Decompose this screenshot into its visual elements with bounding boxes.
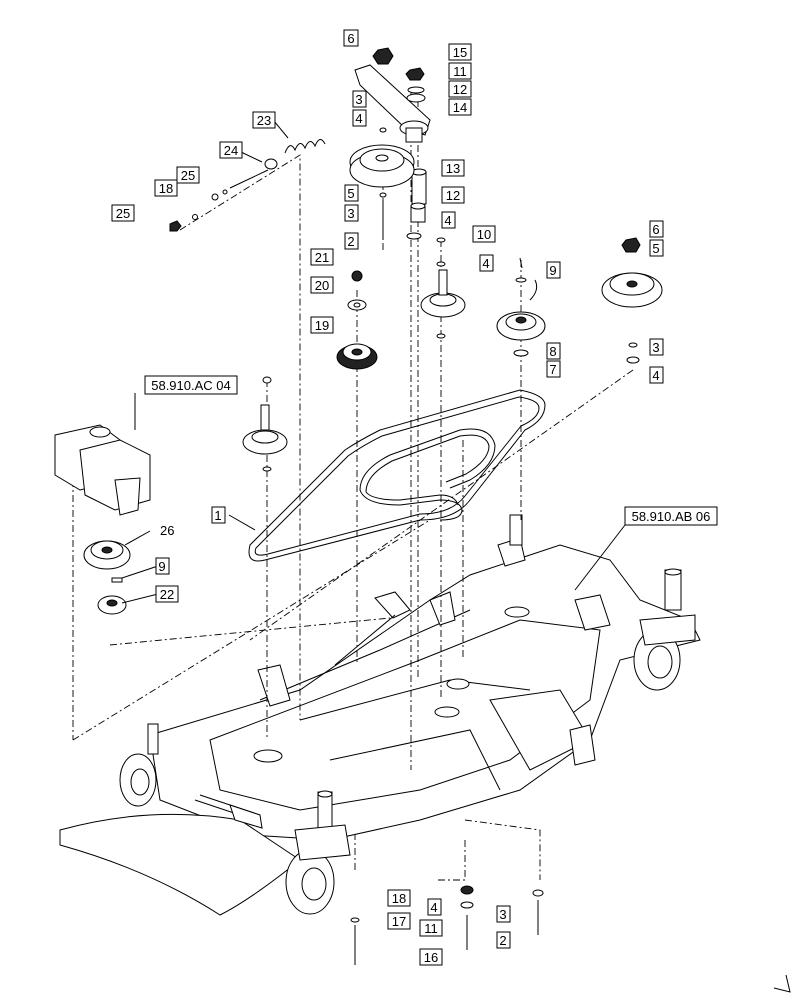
- callout-4-far-right: 4: [649, 366, 664, 384]
- callout-19: 19: [310, 316, 334, 334]
- callout-4-right: 4: [479, 254, 494, 272]
- callout-4-upper: 4: [352, 109, 367, 127]
- callout-16: 16: [419, 948, 443, 966]
- svg-text:2: 2: [347, 234, 354, 249]
- callout-4-bottom: 4: [427, 898, 442, 916]
- svg-text:3: 3: [499, 907, 506, 922]
- idler-arm-assembly: [169, 47, 431, 240]
- svg-text:1: 1: [214, 508, 221, 523]
- svg-text:5: 5: [652, 241, 659, 256]
- drive-belt: [248, 389, 546, 562]
- svg-text:23: 23: [257, 113, 271, 128]
- svg-text:12: 12: [453, 82, 467, 97]
- svg-text:58.910.AC 04: 58.910.AC 04: [151, 378, 231, 393]
- svg-text:18: 18: [159, 181, 173, 196]
- callout-25-upper: 25: [176, 166, 200, 184]
- callout-11-bottom: 11: [419, 919, 443, 937]
- svg-text:3: 3: [347, 206, 354, 221]
- svg-text:18: 18: [392, 891, 406, 906]
- svg-text:4: 4: [444, 213, 451, 228]
- svg-text:22: 22: [160, 587, 174, 602]
- callout-2-bottom: 2: [496, 931, 511, 949]
- svg-text:13: 13: [446, 161, 460, 176]
- svg-text:2: 2: [499, 933, 506, 948]
- callout-3-upper: 3: [352, 90, 367, 108]
- svg-text:5: 5: [347, 186, 354, 201]
- callout-10: 10: [472, 225, 496, 243]
- svg-text:6: 6: [347, 31, 354, 46]
- svg-text:19: 19: [315, 318, 329, 333]
- svg-text:4: 4: [482, 256, 489, 271]
- callout-7: 7: [546, 360, 561, 378]
- callout-15: 15: [448, 43, 472, 61]
- svg-text:8: 8: [549, 344, 556, 359]
- callout-14: 14: [448, 98, 472, 116]
- svg-text:7: 7: [549, 362, 556, 377]
- corner-mark: [773, 974, 791, 993]
- svg-text:6: 6: [652, 222, 659, 237]
- reference-58-910-ab-06: 58.910.AB 06: [624, 506, 718, 526]
- callout-12-mid: 12: [441, 186, 465, 204]
- bottom-hardware: [350, 885, 544, 965]
- callout-2-upper: 2: [344, 232, 359, 250]
- callout-3-right: 3: [649, 338, 664, 356]
- callout-9-left: 9: [155, 557, 170, 575]
- svg-text:25: 25: [181, 168, 195, 183]
- svg-text:4: 4: [355, 111, 362, 126]
- callout-13: 13: [441, 159, 465, 177]
- callout-6-right: 6: [649, 220, 664, 238]
- callout-12-top: 12: [448, 80, 472, 98]
- svg-text:16: 16: [424, 950, 438, 965]
- callout-3-mid: 3: [344, 204, 359, 222]
- svg-text:10: 10: [477, 227, 491, 242]
- callout-11-top: 11: [448, 62, 472, 80]
- callout-24: 24: [219, 141, 243, 159]
- svg-text:20: 20: [315, 278, 329, 293]
- callout-9-right: 9: [546, 261, 561, 279]
- callout-leaders: [121, 120, 626, 604]
- callout-4-mid: 4: [441, 211, 456, 229]
- mower-deck: [59, 514, 701, 916]
- svg-text:25: 25: [116, 206, 130, 221]
- callout-20: 20: [310, 276, 334, 294]
- callout-18-lower: 18: [387, 889, 411, 907]
- svg-text:4: 4: [430, 900, 437, 915]
- callout-25-lower: 25: [111, 204, 135, 222]
- svg-text:15: 15: [453, 45, 467, 60]
- callout-22: 22: [155, 585, 179, 603]
- svg-text:9: 9: [158, 559, 165, 574]
- svg-text:14: 14: [453, 100, 467, 115]
- svg-text:11: 11: [453, 64, 467, 79]
- callout-17: 17: [387, 912, 411, 930]
- callout-5-upper: 5: [344, 184, 359, 202]
- callout-21: 21: [310, 248, 334, 266]
- reference-58-910-ac-04: 58.910.AC 04: [144, 375, 238, 395]
- svg-text:3: 3: [652, 340, 659, 355]
- callout-6-top: 6: [343, 29, 359, 47]
- callout-5-right: 5: [649, 239, 664, 257]
- svg-text:26: 26: [160, 523, 174, 538]
- callout-3-bottom: 3: [496, 905, 511, 923]
- svg-text:3: 3: [355, 92, 362, 107]
- svg-text:12: 12: [446, 188, 460, 203]
- svg-text:21: 21: [315, 250, 329, 265]
- callout-8: 8: [546, 342, 561, 360]
- callout-1: 1: [211, 506, 226, 524]
- center-spindle-pulleys: [242, 237, 663, 472]
- callout-23: 23: [252, 111, 276, 129]
- gearbox-assembly: [54, 424, 151, 615]
- svg-text:9: 9: [549, 263, 556, 278]
- svg-text:24: 24: [224, 143, 238, 158]
- svg-text:58.910.AB 06: 58.910.AB 06: [632, 509, 711, 524]
- callout-18-upper: 18: [154, 179, 178, 197]
- svg-text:17: 17: [392, 914, 406, 929]
- callout-labels: 6 15 11 12 14 3 4 23 24 25 18 25 5 3 2 1…: [111, 29, 664, 966]
- svg-text:11: 11: [424, 921, 438, 936]
- callout-26: 26: [160, 523, 174, 538]
- svg-text:4: 4: [652, 368, 659, 383]
